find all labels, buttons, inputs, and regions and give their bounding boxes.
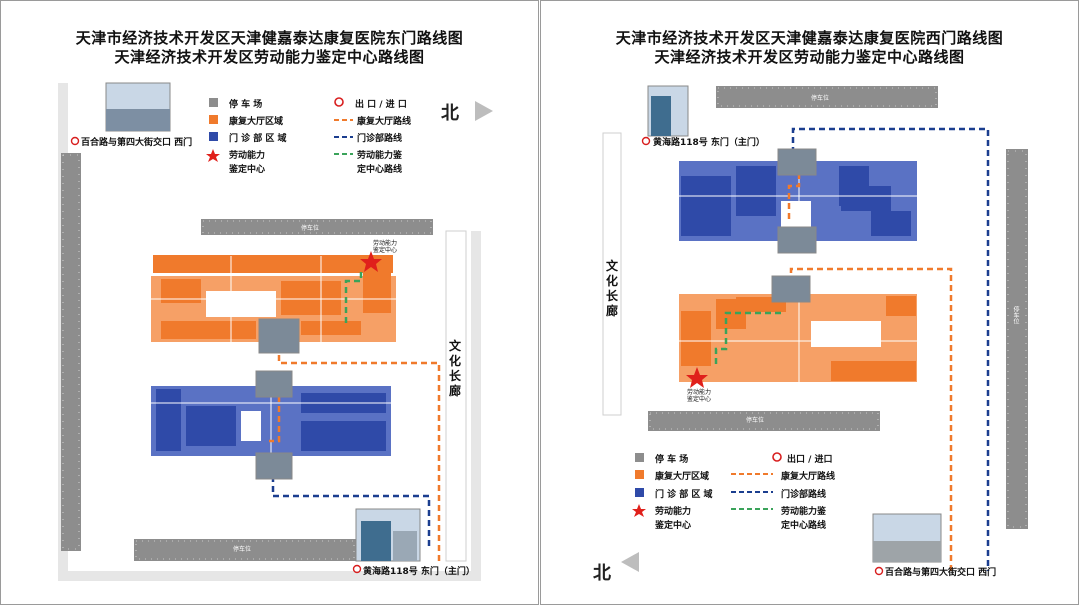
- star-label-2: 鉴定中心: [687, 396, 712, 403]
- rehab-route-inner: [269, 396, 281, 443]
- clinic-area-swatch: [635, 488, 644, 497]
- legend-center: 劳动能力: [655, 507, 692, 517]
- star-icon: [632, 504, 646, 517]
- north-label: 北: [593, 563, 611, 584]
- legend-center-route-2: 定中心路线: [781, 521, 827, 531]
- rehab-hall-building: [679, 294, 917, 382]
- rehab-entrance-photo: [771, 275, 811, 303]
- exit-ring-icon: [874, 566, 884, 576]
- exit-ring-icon: [352, 564, 362, 574]
- north-arrow-icon: [621, 552, 639, 572]
- legend-rehab-route: 康复大厅路线: [357, 117, 412, 127]
- north-arrow-icon: [475, 101, 493, 121]
- star-label-2: 鉴定中心: [373, 247, 398, 254]
- star-label: 劳动能力: [373, 240, 398, 247]
- map-title: 天津市经济技术开发区天津健嘉泰达康复医院西门路线图: [615, 29, 1004, 47]
- star-icon: [206, 149, 220, 162]
- legend-parking: 停 车 场: [655, 455, 689, 465]
- legend-center-route: 劳动能力鉴: [357, 151, 403, 161]
- exit-ring-icon: [70, 136, 80, 146]
- east-gate-label: 黄海路118号 东门（主门）: [653, 138, 765, 148]
- clinic-route: [791, 127, 990, 571]
- legend-rehab-area: 康复大厅区域: [229, 117, 284, 127]
- star-icon: [686, 367, 708, 388]
- east-gate-site-plan: [58, 82, 493, 581]
- west-gate-map-panel: 天津市经济技术开发区天津健嘉泰达康复医院西门路线图 天津经济技术开发区劳动能力鉴…: [540, 0, 1079, 605]
- rehab-route: [789, 267, 953, 571]
- star-label: 劳动能力: [687, 389, 712, 396]
- parking-label-south: 停车位: [746, 417, 765, 424]
- parking-lot-north: [716, 86, 938, 108]
- west-gate-label: 百合路与第四大街交口 西门: [885, 568, 997, 578]
- clinic-building: [151, 386, 391, 456]
- map-subtitle: 天津经济技术开发区劳动能力鉴定中心路线图: [114, 48, 425, 66]
- legend-center-2: 鉴定中心: [229, 165, 266, 175]
- clinic-north-entrance-photo: [777, 148, 817, 176]
- parking-lot-south: [648, 411, 880, 431]
- clinic-area-swatch: [209, 132, 218, 141]
- legend-exit: 出口 / 进口: [787, 455, 833, 465]
- star-icon: [360, 251, 382, 272]
- east-gate-label: 黄海路118号 东门（主门）: [363, 567, 475, 577]
- legend-center-route-2: 定中心路线: [357, 165, 403, 175]
- legend-center-route: 劳动能力鉴: [781, 507, 827, 517]
- parking-label-south: 停车位: [233, 546, 252, 553]
- legend-rehab-route: 康复大厅路线: [781, 472, 836, 482]
- legend-center: 劳动能力: [229, 151, 266, 161]
- legend-clinic-route: 门诊部路线: [781, 490, 827, 500]
- exit-ring-icon: [641, 136, 651, 146]
- rehab-entrance-photo: [258, 318, 300, 354]
- culture-corridor-label: 文化长廊: [448, 339, 461, 398]
- clinic-route: [271, 471, 431, 546]
- east-gate-map-panel: 天津市经济技术开发区天津健嘉泰达康复医院东门路线图 天津经济技术开发区劳动能力鉴…: [0, 0, 539, 605]
- rehab-hall-building: [151, 255, 396, 342]
- parking-label-north: 停车位: [301, 225, 320, 232]
- legend-clinic-area: 门 诊 部 区 域: [229, 134, 287, 144]
- map-subtitle: 天津经济技术开发区劳动能力鉴定中心路线图: [654, 48, 965, 66]
- parking-lot-north: [201, 219, 433, 235]
- map-title: 天津市经济技术开发区天津健嘉泰达康复医院东门路线图: [75, 29, 464, 47]
- legend-center-2: 鉴定中心: [655, 521, 692, 531]
- parking-lot: [61, 153, 81, 551]
- legend-clinic-area: 门 诊 部 区 域: [655, 490, 713, 500]
- legend-rehab-area: 康复大厅区域: [655, 472, 710, 482]
- clinic-south-entrance-photo: [255, 452, 293, 480]
- parking-swatch-icon: [209, 98, 218, 107]
- rehab-area-swatch: [635, 470, 644, 479]
- legend-clinic-route: 门诊部路线: [357, 134, 403, 144]
- legend-parking: 停 车 场: [229, 100, 263, 110]
- clinic-south-entrance-photo: [777, 226, 817, 254]
- parking-lot-south: [134, 539, 356, 561]
- west-gate-label: 百合路与第四大街交口 西门: [81, 138, 193, 148]
- parking-strip-west: [61, 153, 81, 551]
- clinic-north-entrance-photo: [255, 370, 293, 398]
- center-route: [714, 311, 781, 366]
- culture-corridor-label: 文化长廊: [605, 259, 618, 318]
- west-gate-site-plan: [602, 85, 1028, 576]
- north-label: 北: [441, 103, 459, 124]
- parking-label-east: 停车位: [1012, 306, 1019, 324]
- parking-label-north: 停车位: [811, 95, 830, 102]
- exit-ring-icon: [772, 452, 782, 462]
- legend-exit: 出 口 / 进 口: [355, 100, 407, 110]
- center-route: [344, 269, 363, 323]
- parking-lot-east: [1006, 149, 1028, 529]
- rehab-area-swatch: [209, 115, 218, 124]
- exit-ring-icon: [334, 97, 344, 107]
- parking-swatch-icon: [635, 453, 644, 462]
